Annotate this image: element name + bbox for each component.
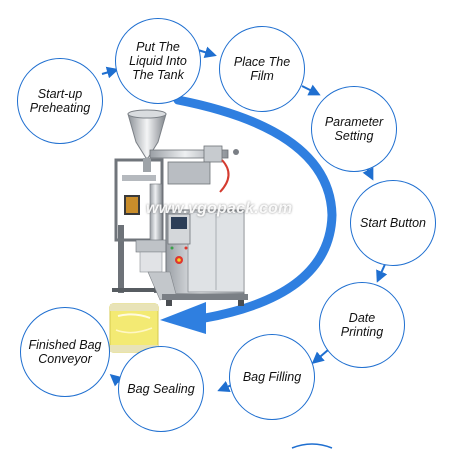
step-label: Place The Film (220, 55, 304, 83)
step-label: Finished Bag Conveyor (21, 338, 109, 366)
step-bag-filling: Bag Filling (229, 334, 315, 420)
hopper (128, 110, 166, 172)
arrow-1-to-2 (102, 70, 116, 74)
step-label: Put The Liquid Into The Tank (116, 40, 200, 82)
step-label: Date Printing (320, 311, 404, 339)
liquid-pouch-icon (110, 304, 158, 352)
watermark-text: www.vgopack.com (146, 200, 306, 218)
step-date-printing: Date Printing (319, 282, 405, 368)
step-start-up-preheating: Start-up Preheating (17, 58, 103, 144)
step-label: Bag Filling (237, 370, 307, 384)
step-parameter-setting: Parameter Setting (311, 86, 397, 172)
step-put-liquid-into-tank: Put The Liquid Into The Tank (115, 18, 201, 104)
arrow-6-to-7 (314, 350, 328, 362)
step-start-button: Start Button (350, 180, 436, 266)
step-place-the-film: Place The Film (219, 26, 305, 112)
step-label: Bag Sealing (121, 382, 200, 396)
arrow-3-to-4 (302, 86, 318, 94)
step-finished-bag-conveyor: Finished Bag Conveyor (20, 307, 110, 397)
step-label: Start-up Preheating (18, 87, 102, 115)
step-bag-sealing: Bag Sealing (118, 346, 204, 432)
step-label: Start Button (354, 216, 432, 230)
step-label: Parameter Setting (312, 115, 396, 143)
